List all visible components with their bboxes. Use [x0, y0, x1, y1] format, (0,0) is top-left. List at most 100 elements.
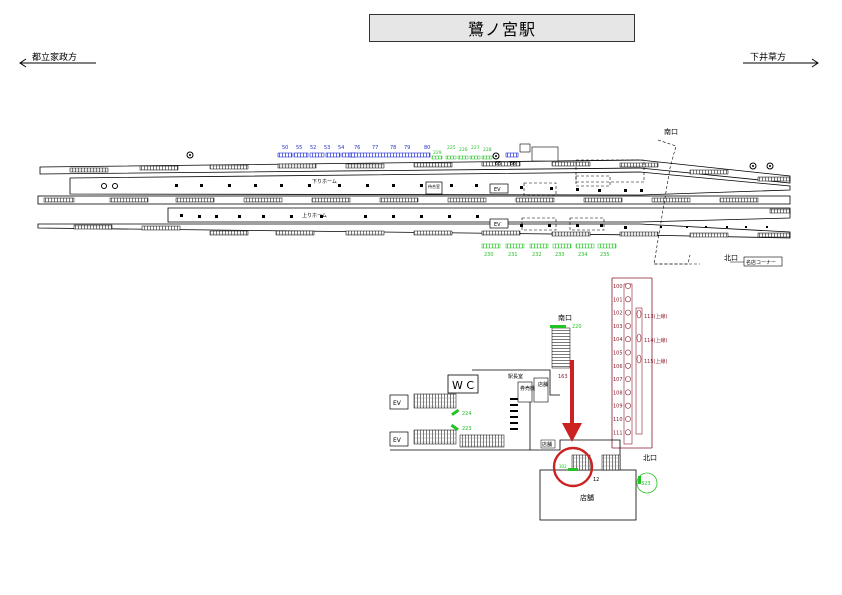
red-arrow	[562, 360, 582, 442]
right-number: 104	[613, 337, 623, 343]
blue-number: 79	[404, 145, 410, 151]
shop-main-label: 店舗	[580, 493, 594, 502]
ticket-office-label: 券売機	[520, 385, 535, 392]
blue-number: 76	[354, 145, 360, 151]
num-223: 223	[462, 426, 472, 432]
concourse-north-exit: 北口	[643, 454, 657, 462]
green-top-number: 228	[483, 147, 492, 153]
right-circle	[625, 336, 631, 343]
green-top-car	[469, 155, 481, 160]
right-number: 105	[613, 351, 623, 357]
station-title: 鷺ノ宮駅	[369, 14, 635, 42]
right-circle	[625, 349, 631, 356]
right-number: 101	[613, 297, 623, 303]
right-circle	[625, 296, 631, 303]
right-number: 106	[613, 364, 623, 370]
note-114: 114(上線)	[644, 337, 667, 344]
right-circle	[625, 416, 631, 422]
blue-number: 78	[390, 145, 396, 151]
svg-text:名店コーナー: 名店コーナー	[746, 259, 776, 266]
green-bottom-car	[575, 243, 595, 249]
direction-left: 都立家政方	[19, 51, 96, 68]
elevator-up-platform: EV	[489, 218, 509, 229]
num-163: 163	[558, 374, 568, 380]
right-number: 110	[613, 417, 623, 423]
green-top-number: 229	[433, 150, 442, 156]
green-top-number: 226	[459, 147, 468, 153]
platform-north-exit: 北口	[724, 254, 738, 262]
svg-text:EV: EV	[494, 222, 501, 228]
green-bottom-car	[529, 243, 549, 249]
green-bottom-car	[597, 243, 617, 249]
right-number: 108	[613, 390, 623, 396]
num-323: 323	[641, 481, 651, 487]
platform-box-small	[519, 143, 531, 153]
right-number: 100	[613, 284, 623, 290]
num-224: 224	[462, 411, 472, 417]
right-number: 102	[613, 311, 623, 317]
right-number: 109	[613, 404, 623, 410]
note-115: 115(上線)	[644, 358, 667, 365]
platform-pillars	[175, 184, 768, 229]
num-66: 66	[510, 161, 516, 167]
right-ellipse	[636, 333, 642, 343]
right-number: 107	[613, 377, 623, 383]
right-number: 103	[613, 324, 623, 330]
green-top-car	[445, 155, 457, 160]
concourse-pillars	[510, 398, 518, 430]
green-bottom-number: 235	[600, 252, 610, 258]
shop-corner: 名店コーナー	[730, 256, 783, 267]
blue-number: 53	[324, 145, 330, 151]
direction-left-label: 都立家政方	[32, 51, 77, 63]
right-circle	[625, 309, 631, 316]
down-platform-label: 下りホーム	[312, 179, 337, 185]
green-bottom-number: 233	[555, 252, 565, 258]
green-top-car	[481, 155, 493, 160]
highlight-circle	[552, 446, 594, 488]
right-ellipse	[636, 354, 642, 364]
green-bottom-car	[552, 243, 572, 249]
green-top-number: 227	[471, 145, 480, 151]
waiting-room: 待合室	[425, 181, 443, 195]
num-302: 302	[559, 464, 567, 469]
concourse-south-exit: 南口	[558, 313, 572, 322]
green-bottom-number: 234	[578, 252, 588, 258]
elevator-down-platform: EV	[489, 183, 509, 194]
right-circle	[625, 283, 631, 289]
up-platform-label: 上りホーム	[302, 212, 327, 219]
note-113: 113(上線)	[644, 313, 667, 320]
svg-text:EV: EV	[494, 187, 501, 193]
green-bottom-number: 230	[484, 252, 494, 258]
dashed-outlines	[521, 139, 700, 265]
concourse-stairs	[413, 327, 621, 471]
green-top-number: 225	[447, 145, 456, 151]
direction-right: 下井草方	[743, 51, 819, 68]
blue-number: 50	[282, 145, 288, 151]
station-master-room: 駅長室	[508, 373, 523, 380]
green-markers	[450, 325, 641, 484]
right-column	[611, 277, 653, 449]
svg-text:EV: EV	[393, 437, 402, 444]
right-circle	[625, 389, 631, 396]
green-bottom-number: 232	[532, 252, 542, 258]
blue-number: 80	[424, 145, 430, 151]
svg-text:待合室: 待合室	[428, 183, 440, 189]
num-220: 220	[572, 324, 582, 330]
svg-text:EV: EV	[393, 400, 402, 407]
blue-number: 77	[372, 145, 378, 151]
blue-number: 55	[296, 145, 302, 151]
ev1: EV	[389, 394, 409, 410]
right-circle	[625, 402, 631, 409]
north-exit-marker	[636, 472, 658, 494]
wc-label: W C	[452, 379, 474, 392]
shop-small2-label: 店舗	[542, 441, 552, 448]
direction-right-label: 下井草方	[750, 51, 786, 63]
right-circle	[625, 322, 631, 329]
right-circle	[625, 376, 631, 382]
right-ellipse	[636, 309, 642, 319]
platform-south-exit: 南口	[664, 127, 678, 136]
rail-segments	[43, 161, 791, 238]
